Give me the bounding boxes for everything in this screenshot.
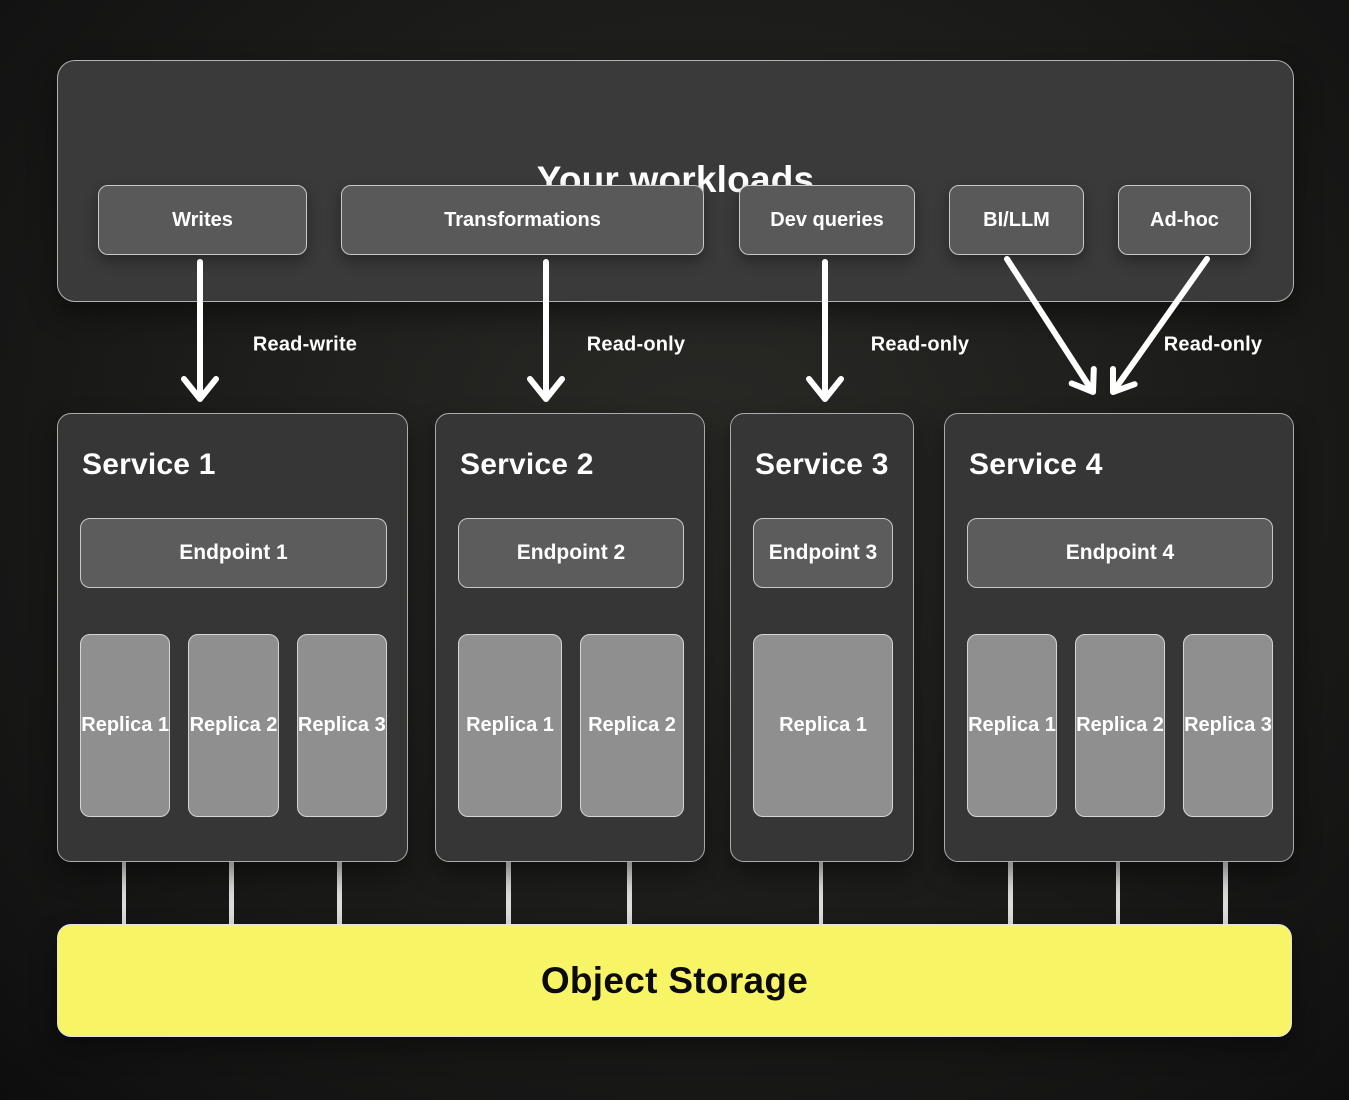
arrowhead-dev-queries-icon	[806, 376, 844, 402]
object-storage-bar: Object Storage	[57, 924, 1292, 1037]
replica-box: Replica 1	[80, 634, 171, 817]
workloads-panel: Your workloads Writes Transformations De…	[57, 60, 1294, 302]
replica-box: Replica 1	[753, 634, 893, 817]
workload-chip-dev-queries: Dev queries	[739, 185, 915, 255]
replica-box: Replica 1	[458, 634, 562, 817]
replica-box: Replica 2	[188, 634, 279, 817]
service-4-replicas: Replica 1 Replica 2 Replica 3	[967, 634, 1273, 817]
arrowhead-ad-hoc-icon	[1110, 366, 1138, 395]
service-2-endpoint: Endpoint 2	[458, 518, 684, 588]
arrow-label-read-only: Read-only	[586, 333, 686, 356]
workload-chip-bi-llm: BI/LLM	[949, 185, 1084, 255]
replica-box: Replica 2	[1075, 634, 1165, 817]
service-3-card: Service 3 Endpoint 3 Replica 1	[730, 413, 914, 862]
service-1-replicas: Replica 1 Replica 2 Replica 3	[80, 634, 387, 817]
replica-box: Replica 3	[1183, 634, 1273, 817]
service-4-endpoint: Endpoint 4	[967, 518, 1273, 588]
service-4-title: Service 4	[969, 448, 1103, 481]
service-4-card: Service 4 Endpoint 4 Replica 1 Replica 2…	[944, 413, 1294, 862]
storage-connector-line	[506, 857, 511, 927]
replica-box: Replica 2	[580, 634, 684, 817]
arrow-label-read-only: Read-only	[870, 333, 970, 356]
replica-box: Replica 1	[967, 634, 1057, 817]
arrowhead-transformations-icon	[527, 376, 565, 402]
storage-connector-line	[627, 857, 632, 927]
storage-connector-line	[1223, 857, 1228, 927]
workload-chip-writes: Writes	[98, 185, 307, 255]
arrowhead-writes-icon	[181, 376, 219, 402]
workload-chip-ad-hoc: Ad-hoc	[1118, 185, 1251, 255]
arrowhead-bi-llm-icon	[1068, 366, 1097, 395]
storage-connector-line	[1115, 857, 1121, 927]
arrow-label-read-only: Read-only	[1163, 333, 1263, 356]
storage-connector-line	[121, 857, 127, 927]
service-3-endpoint: Endpoint 3	[753, 518, 893, 588]
storage-connector-line	[337, 857, 342, 927]
service-2-title: Service 2	[460, 448, 594, 481]
storage-connector-line	[229, 857, 234, 927]
storage-connector-line	[818, 857, 824, 927]
service-2-card: Service 2 Endpoint 2 Replica 1 Replica 2	[435, 413, 705, 862]
service-2-replicas: Replica 1 Replica 2	[458, 634, 684, 817]
service-1-card: Service 1 Endpoint 1 Replica 1 Replica 2…	[57, 413, 408, 862]
service-1-endpoint: Endpoint 1	[80, 518, 387, 588]
service-1-title: Service 1	[82, 448, 216, 481]
replica-box: Replica 3	[296, 634, 387, 817]
workload-chip-transformations: Transformations	[341, 185, 704, 255]
storage-connector-line	[1008, 857, 1013, 927]
service-3-title: Service 3	[755, 448, 889, 481]
arrow-label-read-write: Read-write	[252, 333, 358, 356]
service-3-replicas: Replica 1	[753, 634, 893, 817]
